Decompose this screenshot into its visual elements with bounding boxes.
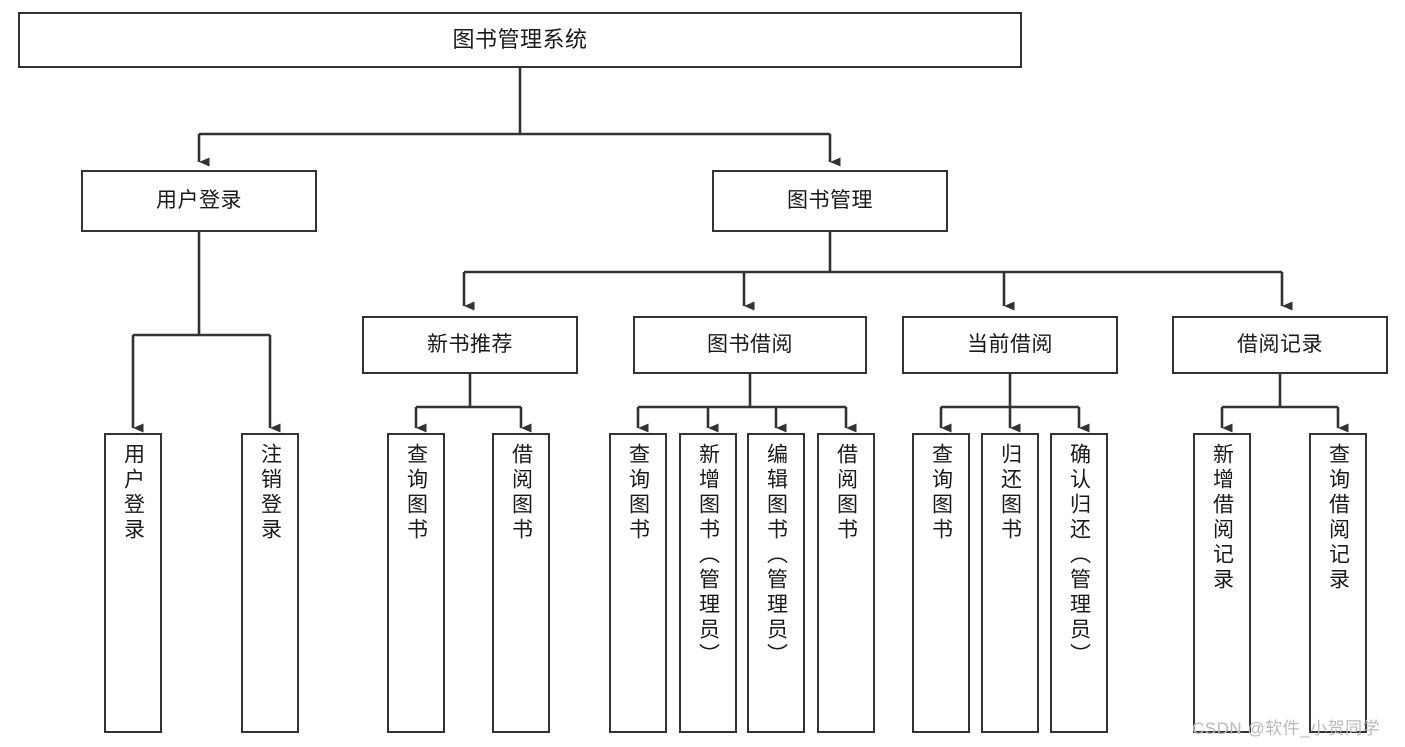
node-borrow-record[interactable]: 借阅记录 [1172,316,1388,374]
node-current-borrow-label: 当前借阅 [967,332,1053,356]
node-user-login-label: 用户登录 [156,188,242,212]
node-root-label: 图书管理系统 [452,27,588,53]
node-leaf-confirm-return-label: 确认归还（管理员） [1067,443,1091,668]
node-leaf-query-book-3[interactable]: 查询图书 [912,433,970,733]
node-leaf-user-login-label: 用户登录 [121,443,145,543]
node-leaf-add-book[interactable]: 新增图书（管理员） [679,433,737,733]
node-book-manage-label: 图书管理 [787,188,873,212]
node-root[interactable]: 图书管理系统 [18,12,1022,68]
node-leaf-borrow-book-1[interactable]: 借阅图书 [492,433,550,733]
node-leaf-query-book-2-label: 查询图书 [626,443,650,543]
node-current-borrow[interactable]: 当前借阅 [902,316,1118,374]
node-leaf-query-book-1[interactable]: 查询图书 [387,433,445,733]
node-borrow-record-label: 借阅记录 [1237,332,1323,356]
node-leaf-confirm-return[interactable]: 确认归还（管理员） [1050,433,1108,733]
node-book-borrow[interactable]: 图书借阅 [633,316,867,374]
node-leaf-edit-book[interactable]: 编辑图书（管理员） [747,433,805,733]
node-leaf-add-record-label: 新增借阅记录 [1210,443,1234,593]
node-leaf-query-book-3-label: 查询图书 [929,443,953,543]
node-leaf-return-book-label: 归还图书 [998,443,1022,543]
node-book-borrow-label: 图书借阅 [707,332,793,356]
node-new-book-recommend[interactable]: 新书推荐 [362,316,578,374]
node-leaf-return-book[interactable]: 归还图书 [981,433,1039,733]
node-leaf-logout-login[interactable]: 注销登录 [241,433,299,733]
node-leaf-query-record-label: 查询借阅记录 [1326,443,1350,593]
node-leaf-query-book-2[interactable]: 查询图书 [609,433,667,733]
node-new-book-recommend-label: 新书推荐 [427,332,513,356]
node-leaf-edit-book-label: 编辑图书（管理员） [764,443,788,668]
node-leaf-borrow-book-1-label: 借阅图书 [509,443,533,543]
node-leaf-user-login[interactable]: 用户登录 [104,433,162,733]
node-book-manage[interactable]: 图书管理 [712,170,948,232]
node-leaf-query-record[interactable]: 查询借阅记录 [1309,433,1367,733]
node-leaf-query-book-1-label: 查询图书 [404,443,428,543]
node-leaf-add-book-label: 新增图书（管理员） [696,443,720,668]
node-leaf-add-record[interactable]: 新增借阅记录 [1193,433,1251,733]
node-leaf-borrow-book-2[interactable]: 借阅图书 [817,433,875,733]
node-leaf-borrow-book-2-label: 借阅图书 [834,443,858,543]
node-leaf-logout-login-label: 注销登录 [258,443,282,543]
node-user-login[interactable]: 用户登录 [81,170,317,232]
